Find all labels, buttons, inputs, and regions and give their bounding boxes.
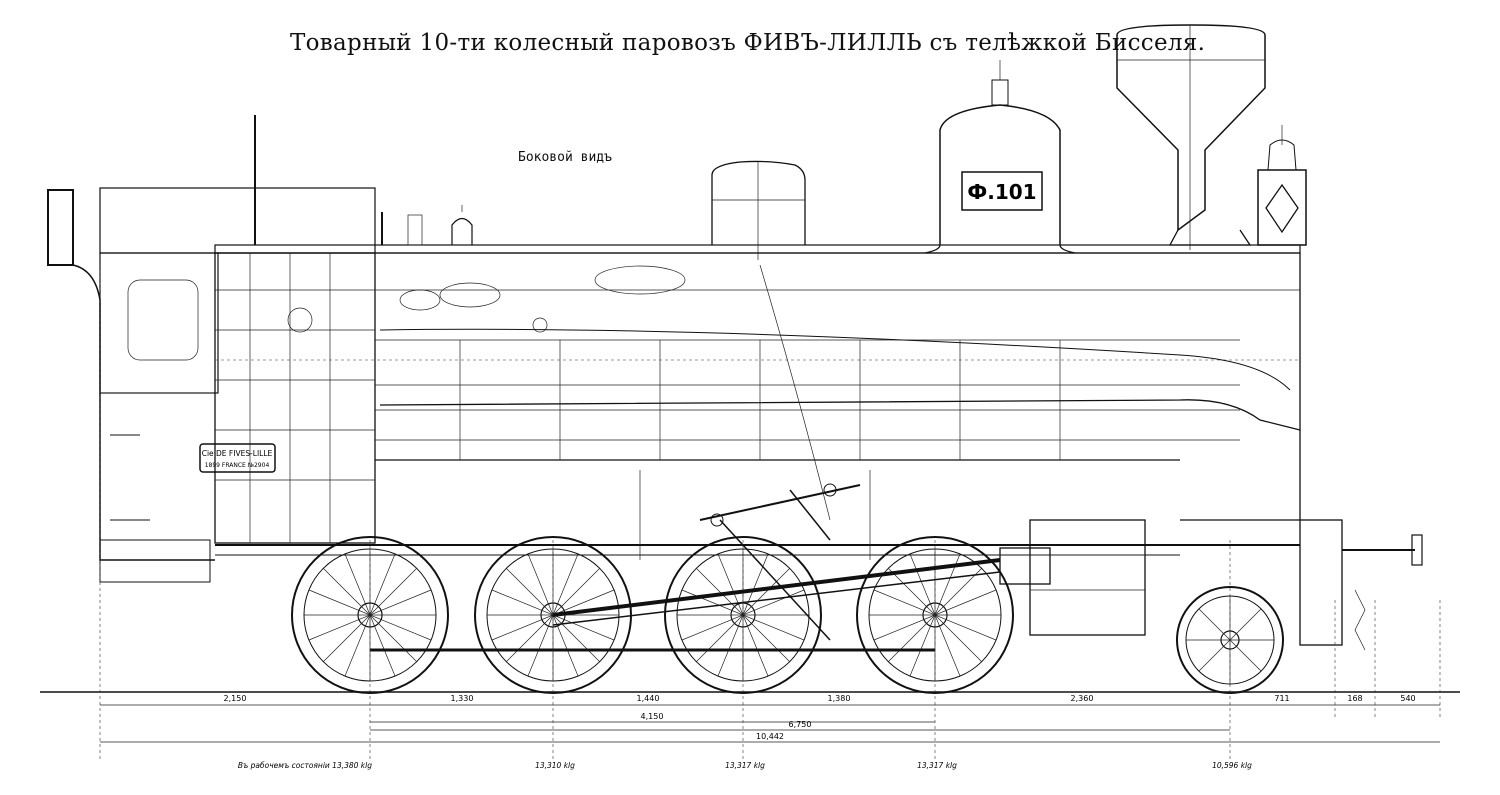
- boiler: [214, 244, 1301, 544]
- dim-top-5: 2,360: [1071, 694, 1094, 703]
- axle-load-2: 13,310 klg: [535, 761, 575, 770]
- dim-row2: 4,150: [641, 712, 664, 721]
- drawing-subtitle: Боковой видъ: [518, 150, 612, 165]
- boiler-pipes: [379, 264, 1301, 521]
- builder-plate-line1: Cie DE FIVES-LILLE: [202, 449, 273, 458]
- cab: [47, 187, 376, 583]
- dome-number-plate: Ф.101: [967, 180, 1036, 204]
- dim-top-3: 1,440: [637, 694, 660, 703]
- axle-loads: Въ рабочемъ состояніи 13,380 klg 13,310 …: [238, 761, 1252, 770]
- frame: [215, 519, 1423, 651]
- axle-load-1: Въ рабочемъ состояніи 13,380 klg: [238, 761, 372, 770]
- builder-plate-line2: 1899 FRANCE №2904: [205, 462, 270, 469]
- axle-load-4: 13,317 klg: [917, 761, 957, 770]
- dim-top-1: 2,150: [224, 694, 247, 703]
- axle-load-3: 13,317 klg: [725, 761, 765, 770]
- axle-load-5: 10,596 klg: [1212, 761, 1252, 770]
- dim-total: 10,442: [756, 732, 784, 741]
- dim-row3: 6,750: [789, 720, 812, 729]
- sand-dome: [711, 160, 806, 260]
- dimension-lines: 2,150 1,330 1,440 1,380 2,360 711 168 54…: [99, 270, 1441, 760]
- top-fittings: [254, 115, 473, 246]
- dim-top-6: 711: [1274, 694, 1289, 703]
- dim-top-8: 540: [1400, 694, 1415, 703]
- steam-dome: Ф.101: [924, 60, 1076, 254]
- dim-top-4: 1,380: [828, 694, 851, 703]
- driving-wheels: [291, 536, 1014, 694]
- drawing-title: Товарный 10-ти колесный паровозъ ФИВЪ-ЛИ…: [290, 30, 1206, 56]
- dim-top-2: 1,330: [451, 694, 474, 703]
- running-gear: [370, 470, 1051, 652]
- builder-plate: Cie DE FIVES-LILLE 1899 FRANCE №2904: [199, 443, 276, 473]
- head-lamp: [1257, 125, 1307, 246]
- chimney: [1116, 24, 1266, 250]
- dim-top-7: 168: [1347, 694, 1362, 703]
